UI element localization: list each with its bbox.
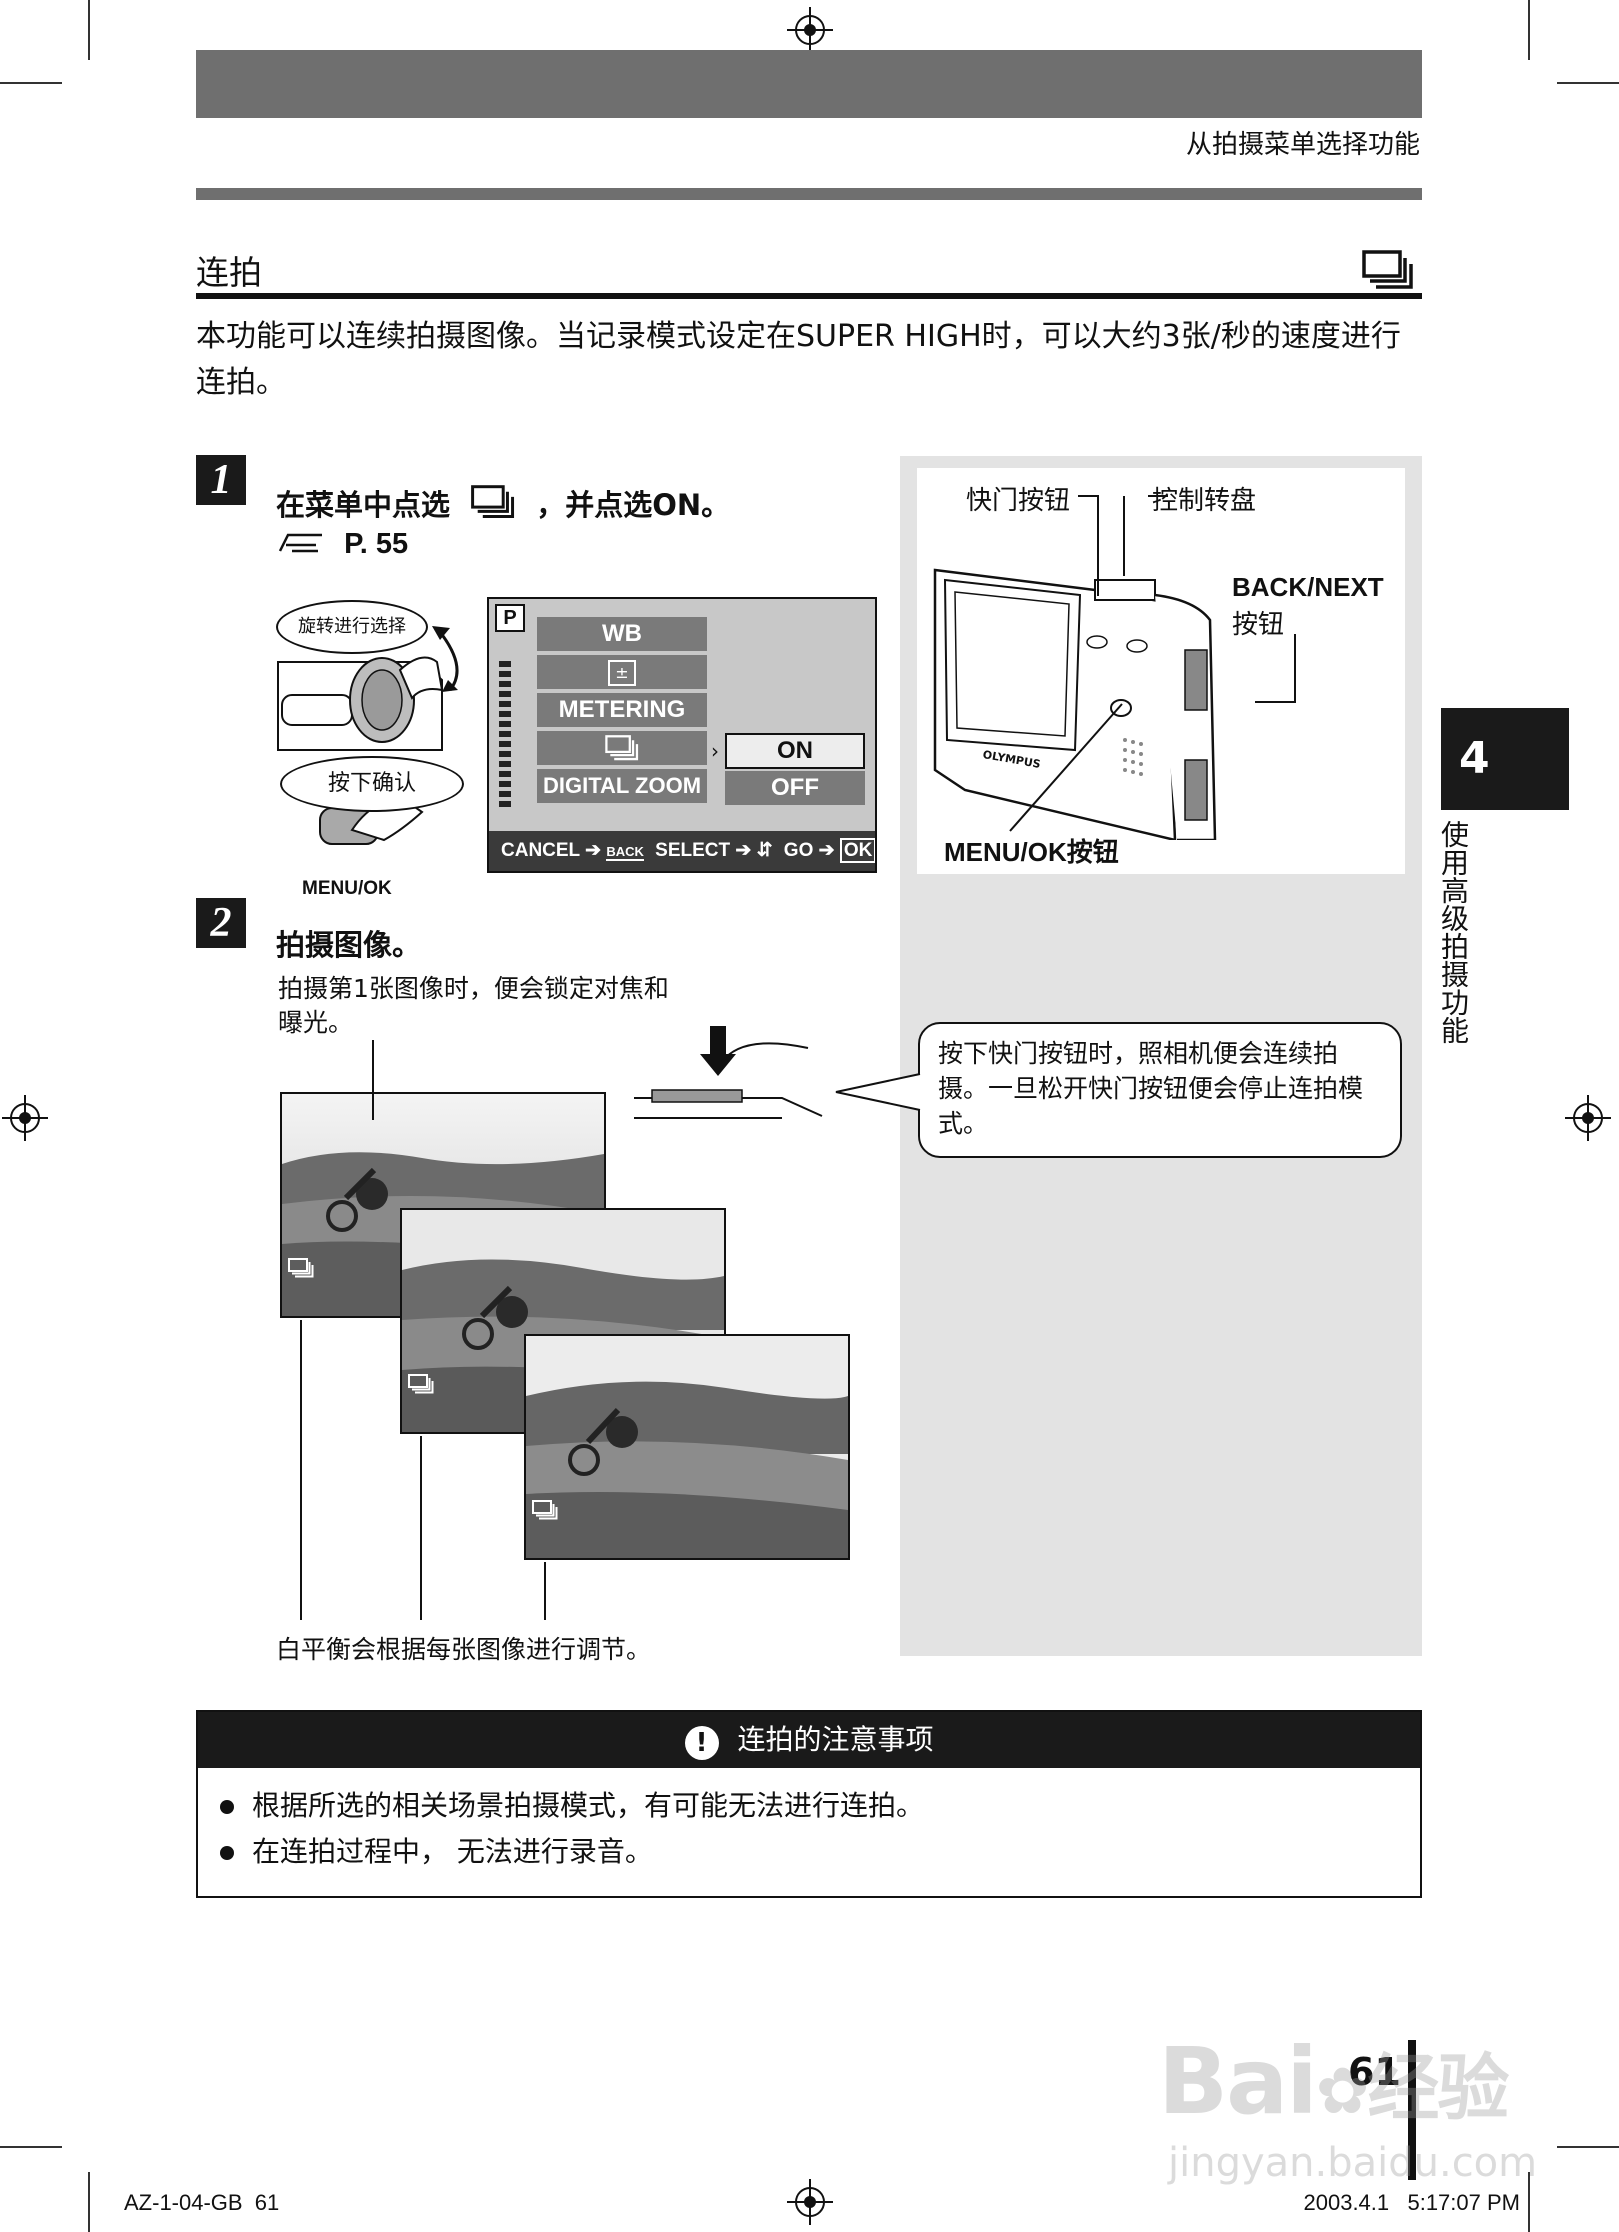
sequential-shooting-icon	[288, 1258, 314, 1278]
paw-icon: ✿	[1315, 2055, 1370, 2129]
chapter-tab: 4	[1441, 708, 1569, 810]
step-1-text-before: 在菜单中点选	[276, 488, 451, 522]
menu-screen: P WB ± METERING DIGITAL ZOOM › ON OFF CA…	[487, 597, 877, 873]
wb-leader-line	[300, 1320, 302, 1620]
camera-leader-lines	[1009, 495, 1296, 832]
wb-leader-line	[420, 1436, 422, 1620]
shutter-bubble-text: 按下快门按钮时，照相机便会连续拍摄。一旦松开快门按钮便会停止连拍模式。	[938, 1039, 1364, 1138]
crop-mark	[88, 2172, 90, 2232]
caution-item: 在连拍过程中， 无法进行录音。	[220, 1830, 653, 1870]
sequential-shooting-icon	[471, 485, 515, 518]
watermark-brand2-text: 经验	[1367, 2046, 1509, 2130]
header-section-title: 从拍摄菜单选择功能	[1185, 130, 1420, 160]
menu-ok-button-text: MENU/OK按钮	[944, 837, 1119, 867]
registration-mark-icon	[1565, 1095, 1611, 1141]
button-callout: 按下确认	[280, 756, 464, 812]
focus-lock-note: 拍摄第1张图像时，便会锁定对焦和曝光。	[278, 974, 669, 1037]
caution-item: 根据所选的相关场景拍摄模式，有可能无法进行连拍。	[220, 1784, 924, 1824]
sequential-shooting-icon	[605, 735, 639, 761]
dial-callout: 旋转进行选择	[276, 600, 428, 654]
crop-mark	[1528, 0, 1530, 60]
page-number: 61	[1348, 2050, 1401, 2094]
footer-left: AZ-1-04-GB 61	[124, 2190, 280, 2215]
shutter-bubble: 按下快门按钮时，照相机便会连续拍摄。一旦松开快门按钮便会停止连拍模式。	[918, 1022, 1402, 1158]
reference-hand-icon	[278, 533, 322, 553]
caution-header: ! 连拍的注意事项	[198, 1712, 1420, 1768]
crop-mark	[88, 0, 90, 60]
step-1-instruction: 在菜单中点选 ，并点选ON。	[276, 482, 730, 524]
caution-item-text: 在连拍过程中， 无法进行录音。	[252, 1835, 653, 1868]
menu-item-exposure[interactable]: ±	[537, 655, 707, 689]
mode-indicator: P	[495, 604, 525, 632]
step-number: 2	[196, 898, 246, 948]
caution-box: ! 连拍的注意事项 根据所选的相关场景拍摄模式，有可能无法进行连拍。 在连拍过程…	[196, 1710, 1422, 1898]
watermark-site: jingyan.baidu.com	[1168, 2140, 1538, 2186]
focus-leader-line	[372, 1040, 374, 1120]
menu-ok-label: MENU/OK	[302, 878, 392, 899]
step-number: 1	[196, 455, 246, 505]
wb-leader-line	[544, 1562, 546, 1620]
bubble-pointer	[835, 1073, 922, 1111]
option-off[interactable]: OFF	[725, 771, 865, 805]
footer-select: SELECT	[655, 840, 731, 861]
footer-ok: OK	[839, 838, 875, 863]
crop-mark	[0, 82, 62, 84]
registration-mark-icon	[787, 2179, 833, 2225]
caution-item-text: 根据所选的相关场景拍摄模式，有可能无法进行连拍。	[252, 1789, 925, 1822]
camera-dial-illustration	[277, 626, 459, 845]
page-reference-text: P. 55	[344, 528, 409, 560]
submenu-arrow-icon: ›	[711, 739, 719, 763]
menu-ok-button-label: MENU/OK按钮	[944, 832, 1119, 869]
footer-back: BACK	[606, 844, 644, 861]
page-number-rule	[1408, 2040, 1416, 2180]
step-2-instruction: 拍摄图像。	[276, 928, 422, 962]
header-rule	[196, 188, 1422, 200]
section-rule	[196, 293, 1422, 299]
footer-right: 2003.4.1 5:17:07 PM	[1303, 2190, 1521, 2215]
camera-back-illustration	[933, 568, 1217, 840]
watermark-brand-text: Bai	[1158, 2028, 1318, 2135]
sequential-shooting-icon	[1362, 250, 1413, 289]
header-bar	[196, 50, 1422, 118]
page-reference[interactable]: P. 55	[278, 526, 408, 561]
sequential-shooting-icon	[408, 1374, 434, 1394]
crop-mark	[1557, 2146, 1619, 2148]
footer-go: GO	[783, 840, 814, 861]
warning-icon: !	[684, 1726, 719, 1760]
back-next-label: BACK/NEXT	[1232, 572, 1384, 602]
crop-mark	[0, 2146, 62, 2148]
footer-cancel: CANCEL	[501, 840, 580, 861]
registration-mark-icon	[787, 7, 833, 53]
sequence-photo-3	[524, 1334, 850, 1560]
shutter-button-label: 快门按钮	[966, 486, 1071, 516]
button-callout-text: 按下确认	[327, 771, 416, 796]
menu-item-sequential[interactable]	[537, 731, 707, 765]
menu-item-metering[interactable]: METERING	[537, 693, 707, 727]
white-balance-note: 白平衡会根据每张图像进行调节。	[276, 1635, 652, 1664]
step-1-text-after: ，并点选ON。	[536, 488, 731, 522]
crop-mark	[1528, 2172, 1530, 2232]
menu-item-wb[interactable]: WB	[537, 617, 707, 651]
exposure-compensation-icon: ±	[608, 660, 636, 686]
chapter-number: 4	[1459, 733, 1490, 784]
crop-mark	[1557, 82, 1619, 84]
menu-footer: CANCEL ➔ BACK SELECT ➔ ⇵ GO ➔ OK	[489, 831, 875, 871]
dial-callout-text: 旋转进行选择	[298, 616, 406, 637]
chapter-label: 使用高级拍摄功能	[1437, 820, 1470, 1044]
menu-scrollbar	[499, 661, 511, 809]
option-on[interactable]: ON	[725, 733, 865, 769]
section-title: 连拍	[196, 253, 262, 292]
control-dial-label: 控制转盘	[1152, 486, 1257, 516]
shutter-press-illustration	[634, 1026, 823, 1119]
caution-title: 连拍的注意事项	[737, 1723, 934, 1756]
menu-item-digital-zoom[interactable]: DIGITAL ZOOM	[537, 769, 707, 803]
intro-text: 本功能可以连续拍摄图像。当记录模式设定在SUPER HIGH时，可以大约3张/秒…	[196, 319, 1401, 400]
back-next-sub-label: 按钮	[1232, 610, 1285, 640]
registration-mark-icon	[2, 1095, 48, 1141]
watermark: Bai✿经验 jingyan.baidu.com	[1148, 2020, 1537, 2220]
watermark-brand: Bai✿经验	[1158, 2028, 1509, 2135]
sequential-shooting-icon	[532, 1500, 558, 1520]
